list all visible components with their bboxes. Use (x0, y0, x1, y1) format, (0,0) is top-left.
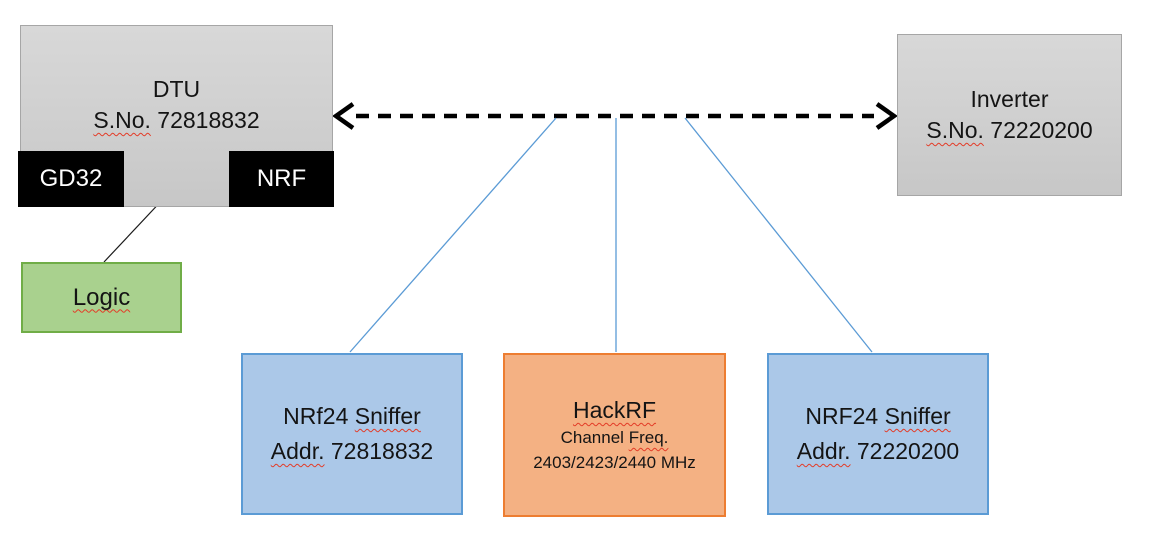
sniffer-left-title: NRf24 Sniffer (283, 403, 421, 429)
logic-label: Logic (72, 283, 131, 311)
sniffer-right-title: NRF24 Sniffer (805, 403, 951, 429)
sniffer-left-addr: Addr. 72818832 (270, 438, 434, 464)
dtu-title: DTU (152, 76, 201, 102)
sniffer-right-addr: Addr. 72220200 (796, 438, 960, 464)
dtu-inverter-dashed-arrow (332, 102, 898, 130)
gd32-label: GD32 (39, 165, 103, 192)
nrf-label: NRF (256, 165, 307, 192)
connector-to-sniffer-right (684, 117, 873, 353)
hackrf-box: HackRF Channel Freq. 2403/2423/2440 MHz (503, 353, 726, 517)
dtu-serial: S.No. 72818832 (93, 107, 260, 133)
sniffer-left-box: NRf24 Sniffer Addr. 72818832 (241, 353, 463, 515)
nrf-chip-box: NRF (229, 151, 334, 207)
connector-to-sniffer-left (349, 117, 557, 353)
hackrf-frequencies: 2403/2423/2440 MHz (533, 453, 696, 472)
inverter-box: Inverter S.No. 72220200 (897, 34, 1122, 196)
sniffer-connectors (349, 117, 873, 353)
sniffer-right-box: NRF24 Sniffer Addr. 72220200 (767, 353, 989, 515)
hackrf-title: HackRF (572, 397, 657, 423)
logic-box: Logic (21, 262, 182, 333)
inverter-serial: S.No. 72220200 (926, 117, 1093, 143)
gd32-chip-box: GD32 (18, 151, 124, 207)
hackrf-channel-freq: Channel Freq. (560, 428, 669, 447)
inverter-title: Inverter (970, 86, 1049, 112)
